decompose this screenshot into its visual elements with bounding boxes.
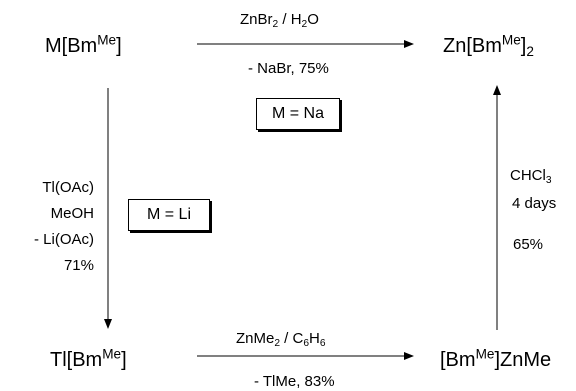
top-reagents: ZnBr2 / H2O bbox=[240, 11, 319, 31]
right-solvent: CHCl3 bbox=[510, 167, 552, 187]
bottom-reagents: ZnMe2 / C6H6 bbox=[236, 330, 326, 350]
compound-m-bm: M[BmMe] bbox=[45, 32, 122, 57]
box-m-na: M = Na bbox=[256, 98, 340, 130]
compound-zn-bm2: Zn[BmMe]2 bbox=[443, 32, 534, 60]
top-byproduct-yield: - NaBr, 75% bbox=[248, 60, 329, 77]
compound-bm-znme: [BmMe]ZnMe bbox=[440, 346, 552, 371]
box-m-li: M = Li bbox=[128, 199, 210, 231]
left-reagent-2: MeOH bbox=[50, 205, 94, 222]
compound-tl-bm: Tl[BmMe] bbox=[50, 346, 127, 371]
right-yield: 65% bbox=[513, 236, 544, 253]
left-reagent-1: Tl(OAc) bbox=[42, 179, 94, 196]
right-time: 4 days bbox=[512, 195, 557, 212]
left-yield: 71% bbox=[63, 257, 94, 274]
bottom-byproduct-yield: - TlMe, 83% bbox=[254, 373, 335, 390]
left-byproduct: - Li(OAc) bbox=[34, 231, 94, 248]
